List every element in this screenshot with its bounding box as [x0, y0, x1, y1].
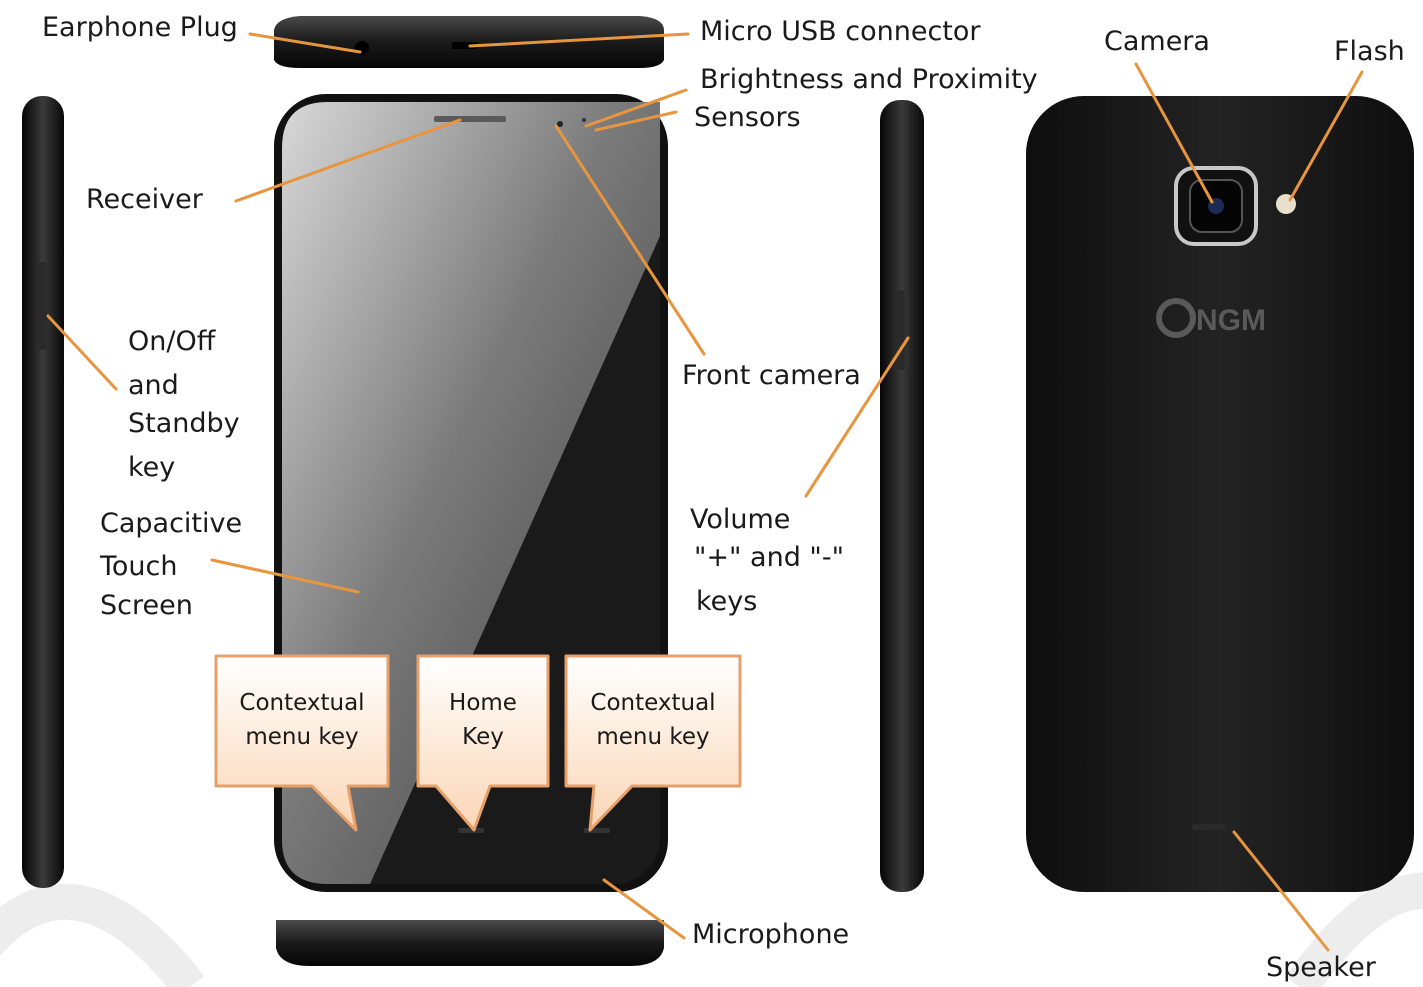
label-volume-line2: "+" and "-" [694, 542, 845, 573]
callout-right-contextual [564, 654, 742, 832]
label-onoff-line3: Standby [128, 408, 240, 439]
top-edge-view [274, 16, 664, 68]
bottom-edge-view [276, 920, 664, 966]
back-view: NGM [1026, 96, 1414, 892]
callout-right-contextual-text: Contextual menu key [568, 686, 738, 754]
label-camera: Camera [1104, 26, 1210, 57]
callout-left-line1: Contextual [239, 690, 365, 716]
label-onoff-line1: On/Off [128, 326, 216, 357]
leader-speaker [1232, 830, 1330, 952]
callout-shapes [214, 654, 742, 832]
label-capacitive-line2: Touch [100, 551, 178, 582]
right-side-view [880, 100, 924, 892]
label-speaker: Speaker [1266, 952, 1376, 983]
ngm-logo-mark [1156, 298, 1196, 338]
callout-left-contextual [214, 654, 390, 832]
label-receiver: Receiver [86, 184, 203, 215]
speaker-grille [1192, 824, 1226, 830]
background-watermark [0, 872, 1423, 987]
callout-right-line2: menu key [596, 724, 710, 750]
leader-camera [1134, 62, 1214, 204]
label-microphone: Microphone [692, 919, 850, 950]
label-capacitive-line1: Capacitive [100, 508, 243, 539]
label-flash: Flash [1334, 36, 1405, 67]
label-onoff-line4: key [128, 452, 176, 483]
leader-volume [804, 336, 910, 498]
leader-front-camera [554, 124, 706, 356]
callout-left-contextual-text: Contextual menu key [218, 686, 386, 754]
leader-sensors-1 [584, 88, 688, 128]
label-volume-line1: Volume [690, 504, 791, 535]
callout-left-line2: menu key [245, 724, 359, 750]
leader-flash [1288, 70, 1364, 202]
callout-home [416, 654, 550, 832]
callout-home-line1: Home [449, 690, 517, 716]
label-front-camera: Front camera [682, 360, 861, 391]
callout-home-line2: Key [462, 724, 504, 750]
label-volume-line3: keys [696, 586, 758, 617]
callout-right-line1: Contextual [590, 690, 716, 716]
label-brightness-line1: Brightness and Proximity [700, 64, 1038, 95]
callout-home-text: Home Key [420, 686, 546, 754]
leader-lines [46, 32, 1364, 952]
label-micro-usb: Micro USB connector [700, 16, 981, 47]
ngm-logo-text: NGM [1196, 304, 1266, 337]
label-brightness-line2: Sensors [694, 102, 801, 133]
receiver-grille [434, 116, 506, 122]
leader-microphone [602, 878, 686, 940]
leader-onoff [46, 314, 118, 391]
leader-micro-usb [468, 32, 690, 48]
label-capacitive-line3: Screen [100, 590, 193, 621]
leader-earphone-plug [248, 32, 362, 54]
left-side-view [22, 96, 64, 888]
leader-receiver [234, 118, 462, 203]
leader-sensors-2 [594, 110, 678, 132]
label-onoff-line2: and [128, 370, 179, 401]
label-earphone-plug: Earphone Plug [42, 12, 238, 43]
leader-touchscreen [210, 558, 360, 594]
